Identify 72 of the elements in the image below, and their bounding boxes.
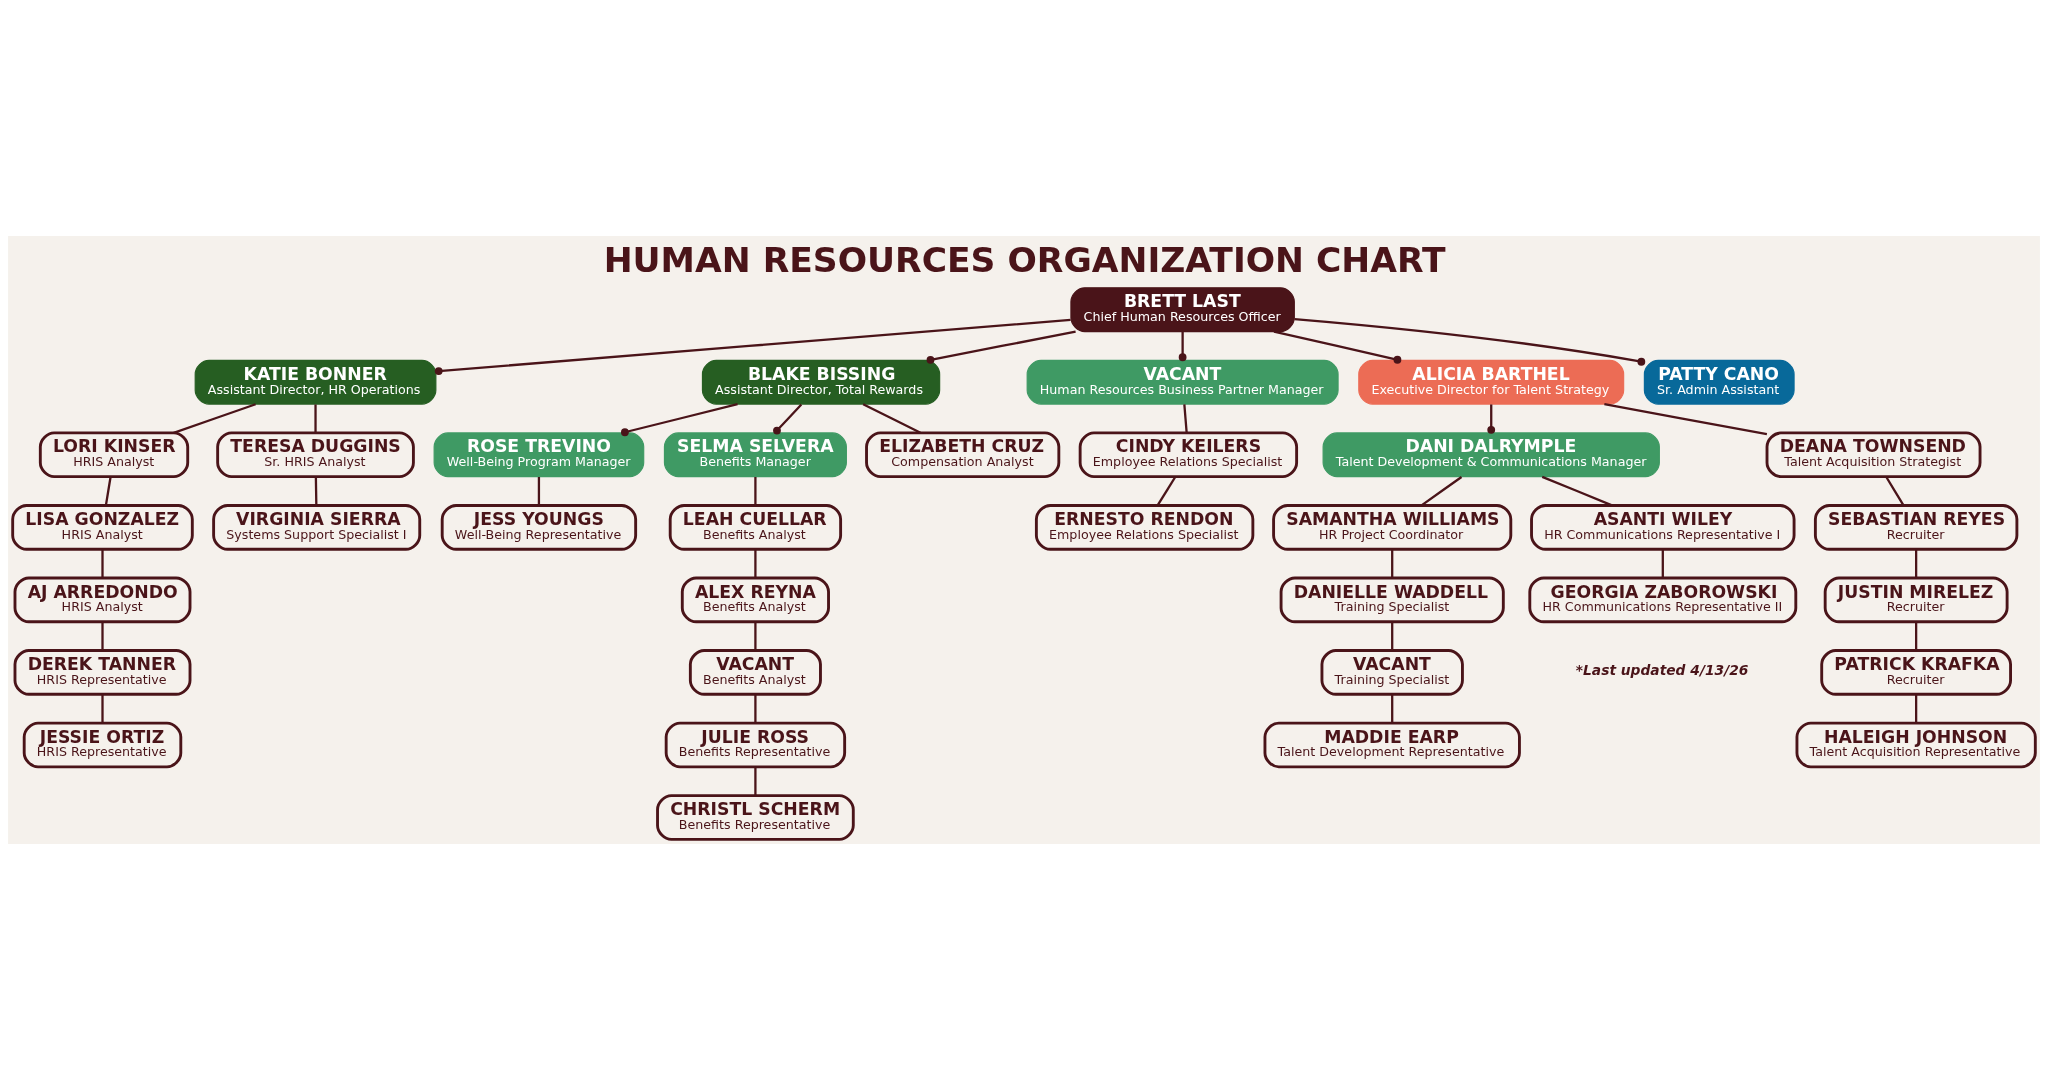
node-box: BLAKE BISSING Assistant Director, Total Rewards: [701, 359, 941, 405]
node-box: ASANTI WILEY HR Communications Representative I: [1530, 504, 1796, 551]
node-box: AJ ARREDONDO HRIS Analyst: [13, 576, 192, 624]
connector: [173, 403, 256, 434]
node-box: LISA GONZALEZ HRIS Analyst: [11, 504, 194, 551]
label: *Last updated 4/13/26: [1575, 661, 1749, 678]
node-box: VIRGINIA SIERRA Systems Support Specialist I: [212, 504, 422, 551]
node-box: DANI DALRYMPLE Talent Development & Communications Manager: [1322, 432, 1660, 478]
node-box: JULIE ROSS Benefits Representative: [664, 721, 847, 769]
connector: [1915, 549, 1918, 578]
node-box: GEORGIA ZABOROWSKI HR Communications Representative II: [1528, 576, 1798, 624]
connector: [101, 694, 104, 723]
node-box: TERESA DUGGINS Sr. HRIS Analyst: [216, 431, 415, 479]
connector: [754, 622, 757, 651]
connector: [1885, 476, 1905, 506]
diagram-title: HUMAN RESOURCES ORGANIZATION CHART: [603, 239, 1446, 280]
node-box: VACANT Training Specialist: [1320, 649, 1464, 696]
connector: [1420, 476, 1463, 507]
node-box: VACANT Human Resources Business Partner Manager: [1026, 359, 1339, 405]
node-box: PATTY CANO Sr. Admin Assistant: [1643, 359, 1795, 405]
node-box: LORI KINSER HRIS Analyst: [38, 431, 190, 479]
connector: [926, 330, 1076, 364]
connector: [621, 403, 738, 437]
connector: [1391, 694, 1394, 723]
node-box: SELMA SELVERA Benefits Manager: [663, 432, 847, 478]
connector: [1156, 476, 1177, 506]
connector: [101, 549, 104, 578]
connector: [104, 476, 112, 506]
connector: [1661, 549, 1664, 578]
connector: [101, 622, 104, 651]
node-box: ALEX REYNA Benefits Analyst: [680, 576, 830, 624]
connector: [1915, 622, 1918, 651]
connector: [754, 549, 757, 578]
node-box: PATRICK KRAFKA Recruiter: [1820, 649, 2012, 696]
node-box: SEBASTIAN REYES Recruiter: [1813, 504, 2019, 551]
node-box: VACANT Benefits Analyst: [688, 649, 822, 696]
connector: [1183, 404, 1188, 433]
node-box: DANIELLE WADDELL Training Specialist: [1279, 576, 1505, 624]
connector: [1915, 694, 1918, 723]
connector: [1391, 549, 1394, 578]
node-box: JESSIE ORTIZ HRIS Representative: [22, 721, 183, 769]
node-box: JUSTIN MIRELEZ Recruiter: [1823, 576, 2009, 624]
connector: [537, 477, 541, 506]
node-box: ELIZABETH CRUZ Compensation Analyst: [865, 431, 1061, 479]
node-box: CINDY KEILERS Employee Relations Specialist: [1078, 431, 1299, 479]
connector: [773, 403, 803, 435]
node-box: ROSE TREVINO Well-Being Program Manager: [433, 432, 645, 478]
node-box: HALEIGH JOHNSON Talent Acquisition Representative: [1795, 721, 2037, 769]
node-box: DEREK TANNER HRIS Representative: [13, 649, 192, 696]
connector: [434, 318, 1071, 376]
connector: [754, 767, 757, 796]
node-box: MADDIE EARP Talent Development Representative: [1263, 721, 1521, 769]
node-box: LEAH CUELLAR Benefits Analyst: [668, 504, 843, 551]
connector: [1178, 331, 1187, 362]
connector: [314, 404, 317, 433]
connector: [1391, 622, 1394, 651]
connector: [1487, 404, 1496, 434]
node-box: ERNESTO RENDON Employee Relations Specialist: [1034, 504, 1255, 551]
connector: [1541, 475, 1613, 507]
node-box: SAMANTHA WILLIAMS HR Project Coordinator: [1272, 504, 1513, 551]
connector: [754, 694, 757, 723]
node-box: ALICIA BARTHEL Executive Director for Talent Strategy: [1358, 359, 1625, 405]
connector: [314, 477, 318, 506]
connector: [1273, 330, 1402, 364]
connector: [754, 477, 757, 506]
connector: [1294, 317, 1646, 366]
node-box: KATIE BONNER Assistant Director, HR Operations: [194, 359, 437, 405]
node-box: JESS YOUNGS Well-Being Representative: [440, 504, 638, 551]
node-box: BRETT LAST Chief Human Resources Officer: [1070, 287, 1295, 333]
connector: [1604, 403, 1768, 436]
node-box: CHRISTL SCHERM Benefits Representative: [656, 794, 855, 841]
node-box: DEANA TOWNSEND Talent Acquisition Strategist: [1765, 431, 1982, 479]
